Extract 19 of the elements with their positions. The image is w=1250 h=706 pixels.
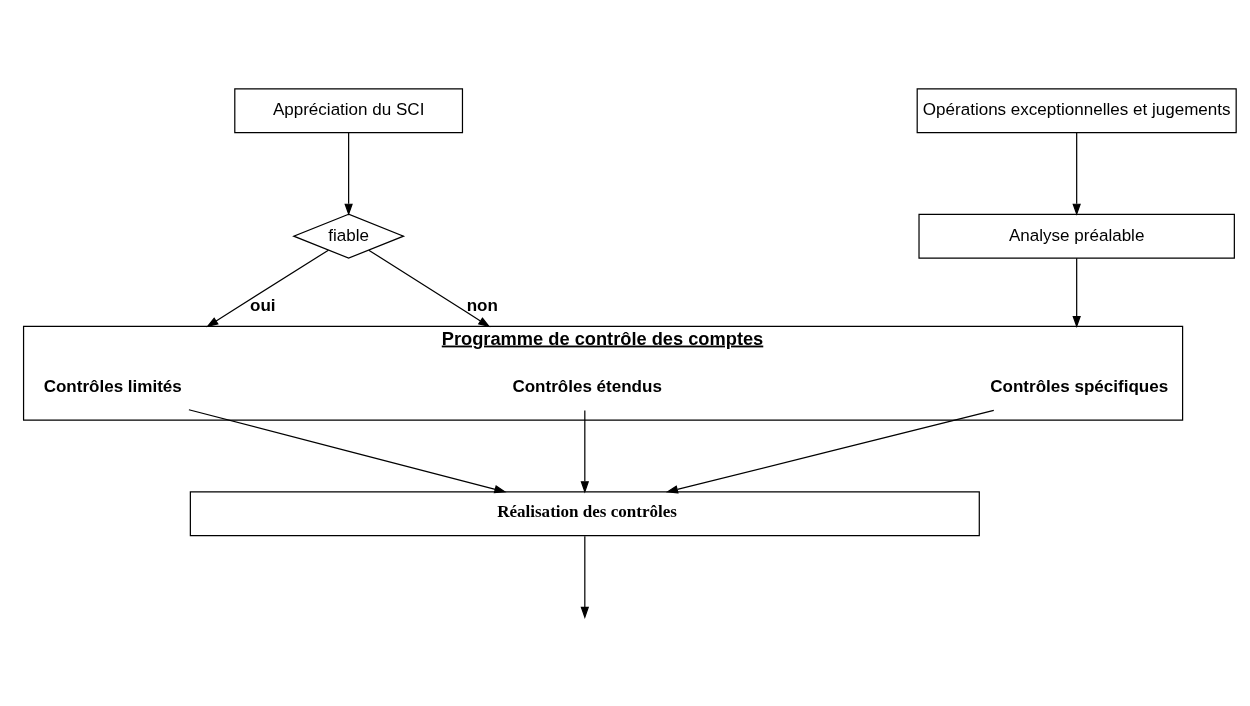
arrow (1072, 257, 1081, 328)
arrow (368, 249, 491, 327)
node-box: Appréciation du SCI (234, 87, 464, 133)
node-text: Contrôles spécifiques (990, 376, 1169, 396)
arrow (580, 535, 590, 619)
arrow (1072, 131, 1081, 216)
node-text: Contrôles étendus (512, 376, 662, 396)
arrow (344, 131, 353, 216)
node-diamond: fiable (292, 213, 406, 259)
node-box: Opérations exceptionnelles et jugements (916, 87, 1237, 133)
node-box: Réalisation des contrôles (189, 490, 980, 536)
arrow (580, 409, 590, 493)
arrow (665, 409, 995, 493)
node-box: Analyse préalable (918, 213, 1235, 259)
node-text: Contrôles limités (43, 376, 182, 396)
arrow (188, 408, 507, 493)
edge-label: oui (250, 295, 276, 315)
edge-label: non (466, 295, 498, 315)
arrow (206, 249, 329, 327)
